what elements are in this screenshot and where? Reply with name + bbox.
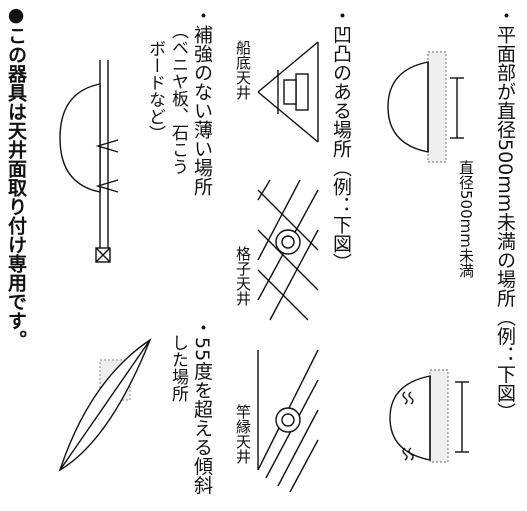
note-thin-line3: ボードなど） bbox=[145, 40, 165, 142]
sloped-fixture bbox=[58, 338, 152, 472]
note-thin-line2: （ベニヤ板、石こう bbox=[168, 22, 188, 175]
lattice-ceiling bbox=[257, 179, 319, 321]
note-thin-line1: ・補強のない薄い場所 bbox=[191, 6, 213, 196]
dimension-label: 直径500mm未満 bbox=[457, 160, 475, 278]
fixture-ceiling-b bbox=[389, 369, 469, 463]
saobuchi-ceiling bbox=[257, 349, 319, 493]
note-uneven-surface: ・凹凸のある場所（例：下図） bbox=[330, 6, 352, 272]
footer-note: ●この器具は天井面取り付け専用です。 bbox=[5, 4, 27, 349]
note-small-surface: ・平面部が直径500mm未満の場所（例：下図） bbox=[494, 6, 516, 422]
fixture-small-ceiling bbox=[387, 51, 464, 163]
caption-koushi: 格子天井 bbox=[234, 246, 252, 306]
caption-saobuchi: 竿縁天井 bbox=[234, 404, 252, 464]
thin-board-fixture bbox=[59, 60, 119, 263]
note-slope-line1: ・55度を超える傾斜 bbox=[191, 318, 213, 495]
funazoko-ceiling bbox=[257, 41, 319, 143]
note-slope-line2: した場所 bbox=[168, 334, 188, 402]
caption-funazoko: 船底天井 bbox=[234, 40, 252, 100]
